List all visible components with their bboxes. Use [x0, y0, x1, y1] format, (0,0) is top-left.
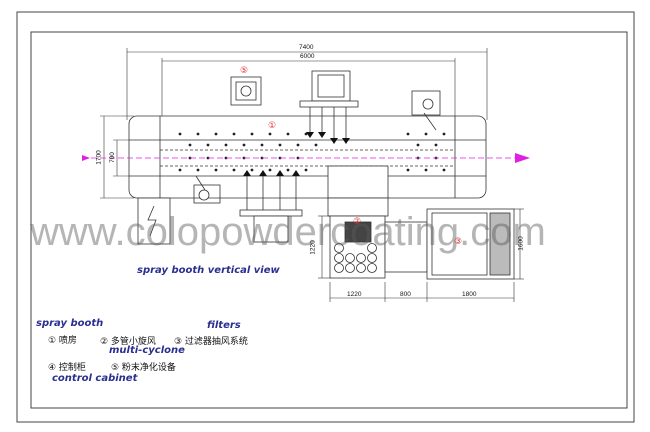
dim-width-outer: 1700	[95, 150, 103, 165]
dim-width-inner: 700	[108, 152, 116, 163]
dim-gap: 800	[400, 291, 411, 298]
legend-item-2: ② 多管小旋风	[100, 337, 156, 347]
conveyor-arrow	[82, 153, 530, 163]
legend-spray-booth: spray booth	[36, 318, 104, 329]
bottom-dimension-lines	[318, 208, 524, 302]
manual-gun-station-bottom	[193, 175, 221, 204]
legend-multi-cyclone: multi-cyclone	[109, 345, 185, 356]
inner-frame	[30, 31, 628, 409]
watermark: www.colopowdercoating.com	[30, 210, 546, 254]
multi-cyclone	[329, 215, 386, 279]
filter-box	[426, 208, 515, 280]
callout-5: ⑤	[240, 66, 249, 76]
control-cabinet	[137, 197, 171, 245]
top-gun-tips	[306, 132, 350, 144]
powder-recovery-unit	[230, 76, 262, 106]
legend-item-5: ⑤ 粉末净化设备	[111, 363, 176, 373]
bottom-gun-tips	[243, 170, 300, 176]
nozzle-dots	[178, 132, 446, 172]
callout-2: ②	[353, 217, 362, 227]
legend-filters: filters	[207, 320, 241, 331]
callout-3: ③	[454, 237, 463, 247]
manual-gun-station-top	[411, 90, 441, 131]
dim-filter-box-width: 1800	[462, 291, 477, 298]
callout-1: ①	[268, 121, 277, 131]
legend-item-3: ③ 过滤器抽风系统	[174, 337, 248, 347]
diagram-caption: spray booth vertical view	[137, 265, 280, 276]
connecting-duct	[384, 221, 428, 273]
dim-cabinet-width: 1220	[347, 291, 362, 298]
dim-overall-length: 7400	[299, 44, 314, 51]
top-gun-unit	[299, 70, 359, 138]
bottom-gun-unit	[239, 176, 303, 243]
side-duct	[327, 165, 389, 217]
legend-item-4: ④ 控制柜	[48, 363, 86, 373]
dim-inner-length: 6000	[300, 53, 315, 60]
booth-body	[128, 115, 487, 199]
legend-control-cabinet: control cabinet	[52, 373, 138, 384]
outer-frame	[16, 11, 635, 423]
legend-item-1: ① 喷房	[48, 336, 77, 346]
